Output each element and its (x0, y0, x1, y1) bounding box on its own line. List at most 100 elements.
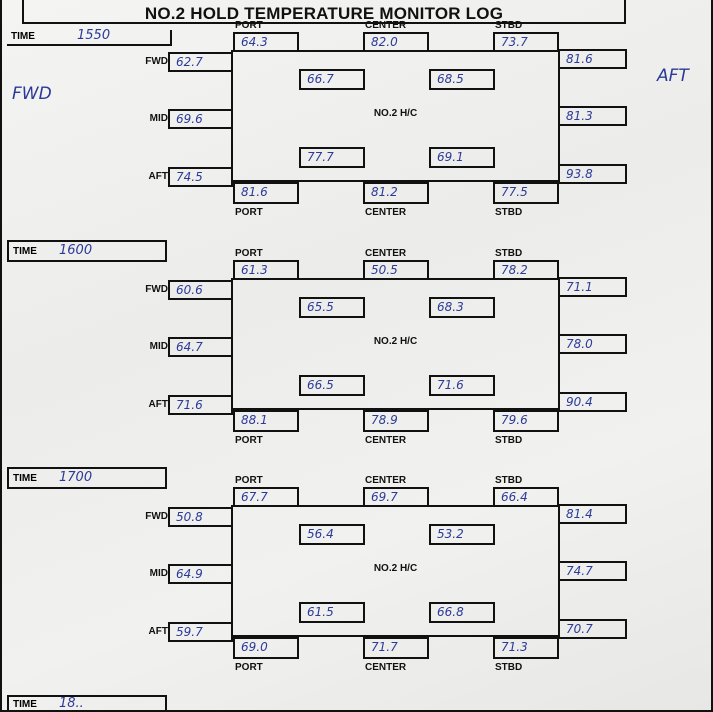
hold-diagram: NO.2 H/C (231, 278, 560, 410)
top-reading-stbd: 78.2 (493, 260, 559, 280)
time-label: TIME (13, 246, 37, 257)
inner-reading: 61.5 (299, 602, 365, 623)
bottom-label-center: CENTER (365, 662, 407, 673)
bottom-reading-port: 69.0 (233, 637, 299, 659)
bottom-reading-stbd: 71.3 (493, 637, 559, 659)
left-reading-fwd: 50.8 (168, 507, 233, 527)
time-field: TIME 1550 (7, 28, 172, 46)
side-label-aft: AFT (148, 399, 168, 410)
top-label-port: PORT (235, 475, 263, 486)
inner-reading: 66.5 (299, 375, 365, 396)
inner-reading: 69.1 (429, 147, 495, 168)
right-reading-aft: 70.7 (558, 619, 627, 639)
bottom-reading-stbd: 77.5 (493, 182, 559, 204)
top-reading-stbd: 73.7 (493, 32, 559, 52)
bottom-label-port: PORT (235, 207, 263, 218)
inner-reading: 68.5 (429, 69, 495, 90)
time-value: 1550 (77, 28, 111, 43)
top-label-port: PORT (235, 248, 263, 259)
time-value: 18.. (59, 696, 84, 711)
page-title: NO.2 HOLD TEMPERATURE MONITOR LOG (144, 4, 504, 23)
left-reading-mid: 69.6 (168, 109, 233, 129)
bottom-label-stbd: STBD (495, 207, 523, 218)
top-reading-center: 69.7 (363, 487, 429, 507)
right-reading-aft: 90.4 (558, 392, 627, 412)
side-label-fwd: FWD (145, 511, 168, 522)
right-reading-fwd: 81.6 (558, 49, 627, 69)
time-value: 1700 (59, 470, 93, 485)
hold-label: NO.2 H/C (373, 563, 418, 574)
top-label-stbd: STBD (495, 475, 523, 486)
time-value: 1600 (59, 243, 93, 258)
right-reading-fwd: 81.4 (558, 504, 627, 524)
side-label-fwd: FWD (145, 284, 168, 295)
left-reading-fwd: 62.7 (168, 52, 233, 72)
bottom-label-center: CENTER (365, 207, 407, 218)
side-label-mid: MID (149, 341, 168, 352)
top-label-port: PORT (235, 20, 263, 31)
bottom-label-port: PORT (235, 435, 263, 446)
handwritten-aft-note: AFT (657, 66, 689, 86)
inner-reading: 53.2 (429, 524, 495, 545)
bottom-reading-port: 88.1 (233, 410, 299, 432)
bottom-label-center: CENTER (365, 435, 407, 446)
left-reading-fwd: 60.6 (168, 280, 233, 300)
left-reading-aft: 74.5 (168, 167, 233, 187)
left-reading-mid: 64.7 (168, 337, 233, 357)
bottom-reading-center: 81.2 (363, 182, 429, 204)
hold-label: NO.2 H/C (373, 336, 418, 347)
left-reading-aft: 71.6 (168, 395, 233, 415)
right-reading-mid: 74.7 (558, 561, 627, 581)
side-label-mid: MID (149, 568, 168, 579)
inner-reading: 56.4 (299, 524, 365, 545)
inner-reading: 77.7 (299, 147, 365, 168)
top-reading-port: 67.7 (233, 487, 299, 507)
inner-reading: 66.8 (429, 602, 495, 623)
left-reading-aft: 59.7 (168, 622, 233, 642)
top-label-stbd: STBD (495, 20, 523, 31)
bottom-label-port: PORT (235, 662, 263, 673)
inner-reading: 71.6 (429, 375, 495, 396)
top-reading-center: 50.5 (363, 260, 429, 280)
bottom-label-stbd: STBD (495, 435, 523, 446)
top-reading-stbd: 66.4 (493, 487, 559, 507)
time-label: TIME (13, 699, 37, 710)
time-label: TIME (11, 31, 35, 42)
side-label-fwd: FWD (145, 56, 168, 67)
hold-label: NO.2 H/C (373, 108, 418, 119)
right-reading-mid: 81.3 (558, 106, 627, 126)
time-label: TIME (13, 473, 37, 484)
top-reading-port: 64.3 (233, 32, 299, 52)
bottom-reading-stbd: 79.6 (493, 410, 559, 432)
top-label-stbd: STBD (495, 248, 523, 259)
side-label-aft: AFT (148, 171, 168, 182)
right-reading-aft: 93.8 (558, 164, 627, 184)
top-reading-center: 82.0 (363, 32, 429, 52)
bottom-label-stbd: STBD (495, 662, 523, 673)
bottom-reading-port: 81.6 (233, 182, 299, 204)
bottom-reading-center: 71.7 (363, 637, 429, 659)
bottom-reading-center: 78.9 (363, 410, 429, 432)
left-reading-mid: 64.9 (168, 564, 233, 584)
hold-diagram: NO.2 H/C (231, 505, 560, 637)
time-field: TIME 1600 (7, 240, 167, 262)
top-label-center: CENTER (365, 20, 407, 31)
side-label-aft: AFT (148, 626, 168, 637)
top-reading-port: 61.3 (233, 260, 299, 280)
inner-reading: 65.5 (299, 297, 365, 318)
reading-block: TIME 18.. (2, 695, 711, 712)
time-field: TIME 18.. (7, 695, 167, 712)
time-field: TIME 1700 (7, 467, 167, 489)
right-reading-mid: 78.0 (558, 334, 627, 354)
right-reading-fwd: 71.1 (558, 277, 627, 297)
inner-reading: 66.7 (299, 69, 365, 90)
side-label-mid: MID (149, 113, 168, 124)
handwritten-fwd-note: FWD (12, 84, 52, 104)
hold-diagram: NO.2 H/C (231, 50, 560, 182)
top-label-center: CENTER (365, 475, 407, 486)
title-box: NO.2 HOLD TEMPERATURE MONITOR LOG (22, 0, 626, 24)
